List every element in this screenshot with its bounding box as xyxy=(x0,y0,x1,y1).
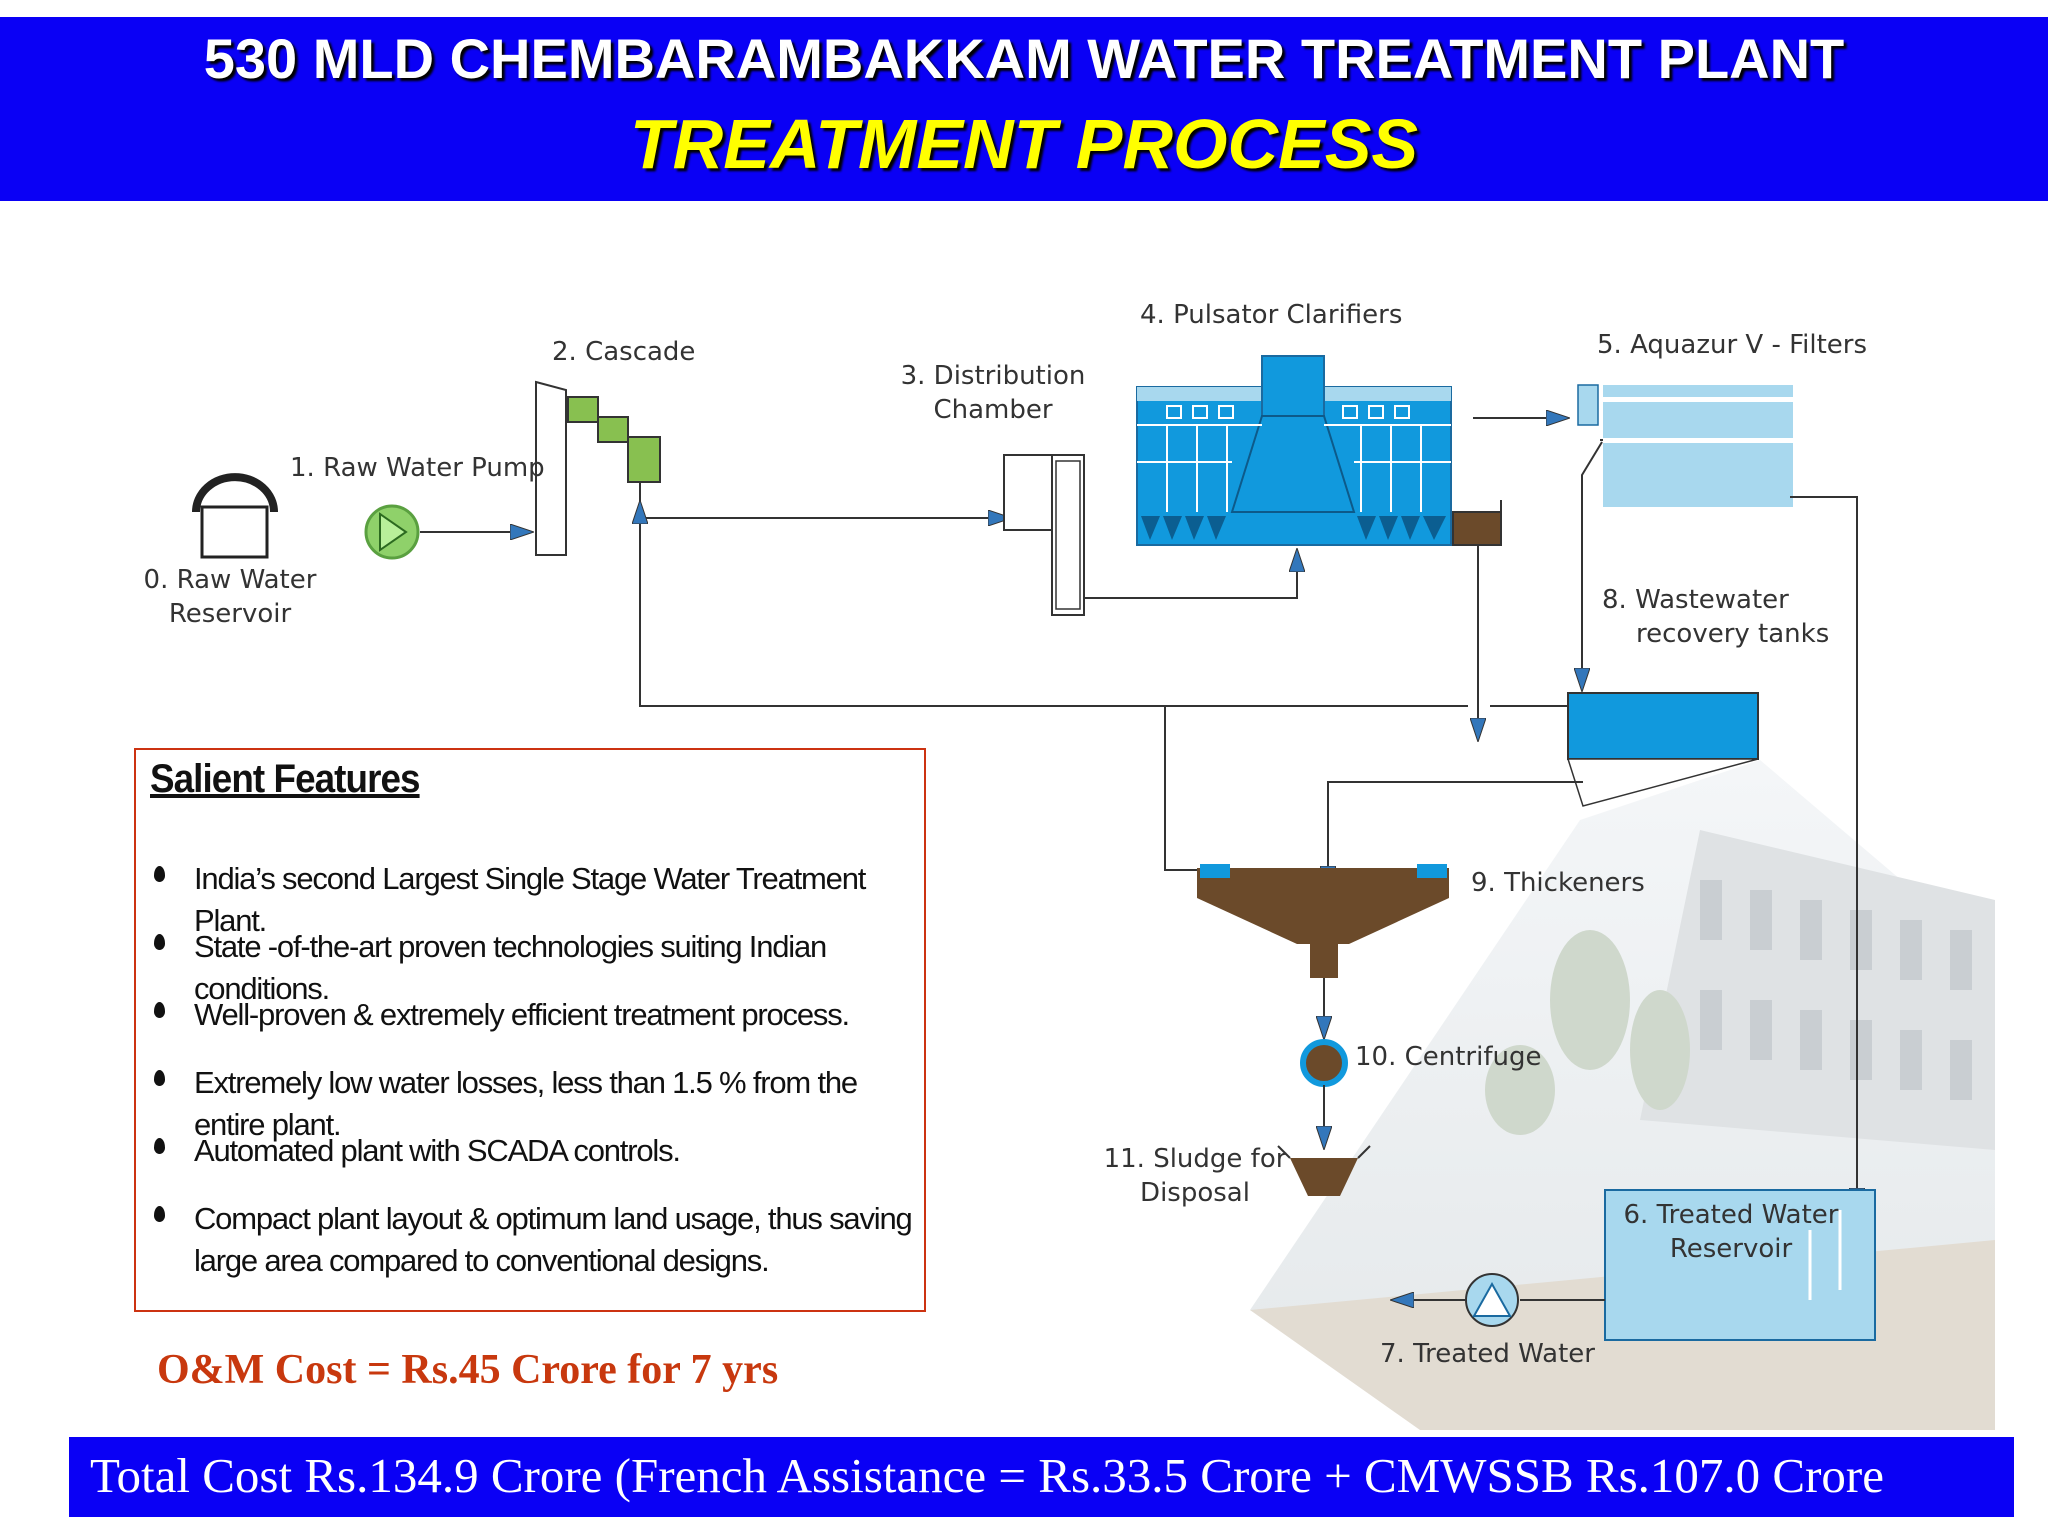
label-thickeners: 9. Thickeners xyxy=(1471,868,1645,898)
sludge-disposal-icon xyxy=(1277,1145,1371,1196)
salient-features-list: India’s second Largest Single Stage Wate… xyxy=(150,858,920,1294)
om-cost-text: O&M Cost = Rs.45 Crore for 7 yrs xyxy=(157,1347,779,1393)
drop-bullet-icon xyxy=(154,866,165,882)
drop-bullet-icon xyxy=(154,1138,165,1154)
title-banner xyxy=(0,17,2048,201)
slide-subtitle: TREATMENT PROCESS xyxy=(629,105,1419,183)
distribution-chamber-icon xyxy=(1003,454,1085,616)
drop-bullet-icon xyxy=(154,1206,165,1222)
slide-title: 530 MLD CHEMBARAMBAKKAM WATER TREATMENT … xyxy=(203,27,1845,90)
label-centrifuge: 10. Centrifuge xyxy=(1355,1042,1542,1072)
feature-item: Compact plant layout & optimum land usag… xyxy=(150,1198,920,1294)
feature-item: Extremely low water losses, less than 1.… xyxy=(150,1062,920,1142)
pulsator-clarifier-icon xyxy=(1136,355,1502,546)
drop-bullet-icon xyxy=(154,1070,165,1086)
salient-features-heading: Salient Features xyxy=(150,757,420,801)
aquazur-filter-icon xyxy=(1577,384,1793,507)
salient-features-box xyxy=(134,748,926,1312)
treated-water-pump-icon xyxy=(1465,1273,1519,1327)
label-cascade: 2. Cascade xyxy=(552,337,696,367)
footer-banner xyxy=(69,1437,2014,1517)
thickener-icon xyxy=(1197,864,1449,978)
feature-item: Automated plant with SCADA controls. xyxy=(150,1130,920,1198)
centrifuge-icon xyxy=(1300,1039,1348,1087)
feature-item: Well-proven & extremely efficient treatm… xyxy=(150,994,920,1062)
wastewater-recovery-tank-icon xyxy=(1566,692,1759,807)
drop-bullet-icon xyxy=(154,1002,165,1018)
cascade-icon xyxy=(535,380,661,556)
label-raw-water-pump: 1. Raw Water Pump xyxy=(290,453,545,483)
drop-bullet-icon xyxy=(154,934,165,950)
raw-water-pump-icon xyxy=(364,504,420,560)
raw-water-reservoir-icon xyxy=(192,473,278,559)
label-treated-water: 7. Treated Water xyxy=(1380,1339,1595,1369)
total-cost-text: Total Cost Rs.134.9 Crore (French Assist… xyxy=(90,1448,1885,1503)
feature-item: India’s second Largest Single Stage Wate… xyxy=(150,858,920,938)
treated-water-reservoir-icon xyxy=(1604,1189,1876,1341)
label-pulsator-clarifiers: 4. Pulsator Clarifiers xyxy=(1140,300,1403,330)
label-aquazur-filters: 5. Aquazur V - Filters xyxy=(1597,330,1868,360)
feature-item: State -of-the-art proven technologies su… xyxy=(150,926,920,1006)
